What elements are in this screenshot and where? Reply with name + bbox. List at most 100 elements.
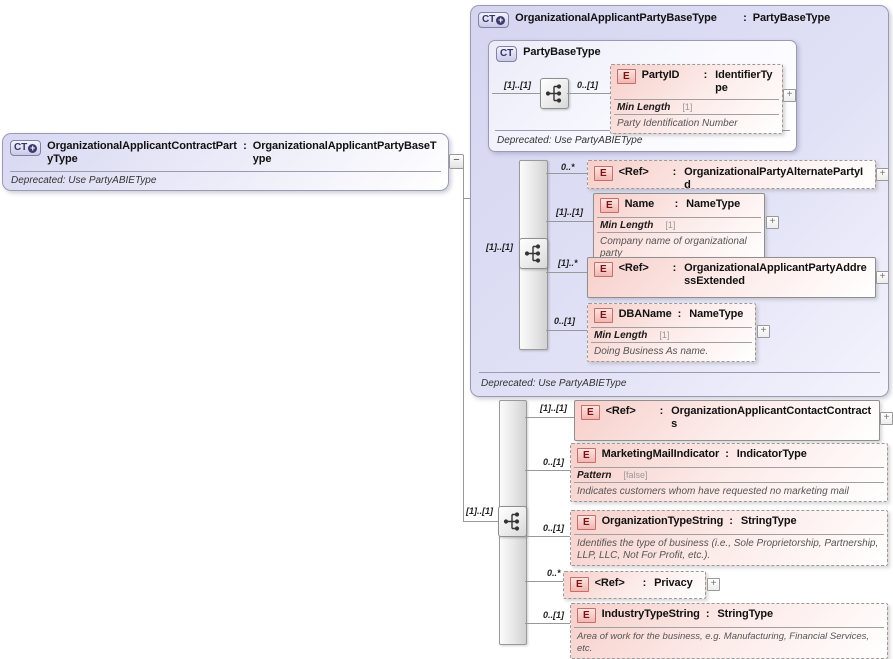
complextype-badge-icon: CT+ (478, 12, 510, 28)
colon: : (672, 262, 677, 274)
divider (614, 99, 779, 100)
element-title: E <Ref> : Privacy (564, 572, 705, 595)
sequence-icon[interactable] (540, 78, 569, 109)
deprecated-note: Deprecated: Use PartyABIEType (481, 378, 627, 389)
element-description: Doing Business As name. (594, 346, 709, 357)
divider (574, 482, 884, 483)
cardinality-label: 0..[1] (543, 523, 565, 533)
element-badge-icon: E (594, 308, 613, 323)
element-title: E Name : NameType (594, 194, 764, 216)
type-name: OrganizationalApplicantPartyBaseType (515, 12, 717, 24)
sequence-icon[interactable] (519, 238, 548, 269)
facet-row: Min Length[1] (600, 220, 676, 231)
divider (591, 342, 752, 343)
element-badge-icon: E (581, 405, 600, 420)
connector (546, 272, 587, 273)
element-title: E <Ref> : OrganizationApplicantContactCo… (575, 401, 879, 434)
element-industry-type-string[interactable]: E IndustryTypeString : StringType Area o… (570, 603, 888, 659)
facet-row: Min Length[1] (594, 330, 670, 341)
expand-button[interactable]: + (876, 168, 889, 181)
colon: : (725, 448, 729, 460)
type-name: PartyBaseType (523, 46, 601, 58)
derived-plus-icon: + (28, 142, 38, 153)
element-name: MarketingMailIndicator (601, 448, 720, 460)
connector (546, 330, 587, 331)
expand-button[interactable]: + (766, 216, 779, 229)
element-description: Indicates customers whom have requested … (577, 486, 849, 497)
element-ref-privacy[interactable]: E <Ref> : Privacy (563, 571, 706, 599)
element-title: E DBAName : NameType (588, 304, 755, 326)
expand-button[interactable]: + (783, 89, 796, 102)
element-description: Company name of organizational party (600, 236, 747, 259)
deprecated-note: Deprecated: Use PartyABIEType (11, 175, 157, 186)
cardinality-label: 0..[1] (577, 80, 599, 90)
element-badge-icon: E (577, 608, 596, 623)
divider (574, 467, 884, 468)
divider (614, 114, 779, 115)
element-type: OrganizationalApplicantPartyAddressExten… (684, 262, 867, 287)
connector (525, 581, 563, 582)
facet-row: Pattern[false] (577, 470, 648, 481)
element-dba-name[interactable]: E DBAName : NameType Min Length[1] Doing… (587, 303, 756, 362)
element-type: NameType (686, 198, 741, 210)
element-type: StringType (740, 515, 797, 527)
cardinality-label: 0..[1] (543, 610, 565, 620)
element-badge-icon: E (617, 69, 636, 84)
connector (525, 417, 574, 418)
divider (591, 327, 752, 328)
connector (525, 536, 570, 537)
colon: : (729, 515, 733, 527)
colon: : (672, 166, 677, 178)
cardinality-label: 0..[1] (554, 316, 576, 326)
cardinality-label: 0..* (561, 162, 575, 172)
base-type-name: OrganizationalApplicantPartyBaseType (252, 140, 437, 165)
sequence-icon[interactable] (498, 506, 527, 537)
element-marketing-mail-indicator[interactable]: E MarketingMailIndicator : IndicatorType… (570, 443, 888, 502)
connector (492, 93, 540, 94)
complextype-organizational-applicant-contract-party[interactable]: CT+ OrganizationalApplicantContractParty… (2, 133, 449, 191)
element-ref-party-address-extended[interactable]: E <Ref> : OrganizationalApplicantPartyAd… (587, 257, 876, 298)
element-name: DBAName (618, 308, 672, 320)
colon: : (243, 140, 247, 152)
expand-button[interactable]: + (757, 325, 770, 338)
connector (525, 623, 570, 624)
element-ref-alternate-party-id[interactable]: E <Ref> : OrganizationalPartyAlternatePa… (587, 160, 876, 191)
expand-button[interactable]: + (707, 578, 720, 591)
element-name: <Ref> (594, 577, 625, 589)
colon: : (677, 308, 682, 320)
cardinality-label: 0..* (547, 568, 561, 578)
expand-button[interactable]: + (876, 271, 889, 284)
element-description: Identifies the type of business (i.e., S… (577, 538, 879, 561)
connector-to-ext-group (463, 521, 500, 522)
connector (567, 93, 610, 94)
element-title: E <Ref> : OrganizationalPartyAlternatePa… (588, 161, 875, 195)
colon: : (674, 198, 679, 210)
element-organization-type-string[interactable]: E OrganizationTypeString : StringType Id… (570, 510, 888, 566)
element-badge-icon: E (594, 262, 613, 277)
colon: : (659, 405, 664, 417)
collapse-button[interactable]: − (449, 154, 464, 169)
cardinality-label: [1]..[1] (486, 242, 513, 252)
base-type-name: PartyBaseType (752, 12, 831, 24)
colon: : (705, 608, 710, 620)
facet-row: Min Length[1] (617, 102, 693, 113)
element-ref-contact-contracts[interactable]: E <Ref> : OrganizationApplicantContactCo… (574, 400, 880, 441)
element-type: OrganizationApplicantContactContracts (671, 405, 872, 430)
expand-button[interactable]: + (880, 412, 893, 425)
element-name: OrganizationTypeString (601, 515, 724, 527)
complextype-badge-icon: CT (496, 46, 518, 62)
complextype-title: CT+ OrganizationalApplicantPartyBaseType… (471, 6, 888, 28)
element-type: NameType (689, 308, 744, 320)
element-type: IdentifierType (715, 69, 773, 94)
element-party-id[interactable]: E PartyID : IdentifierType Min Length[1]… (610, 64, 783, 134)
element-name: <Ref> (618, 262, 649, 274)
element-description: Area of work for the business, e.g. Manu… (577, 631, 869, 654)
cardinality-label: [1]..[1] (540, 403, 567, 413)
complextype-title: CT PartyBaseType (489, 41, 796, 62)
element-title: E MarketingMailIndicator : IndicatorType (571, 444, 887, 466)
element-description: Party Identification Number (617, 118, 738, 129)
cardinality-label: [1]..[1] (556, 207, 583, 217)
element-name[interactable]: E Name : NameType Min Length[1] Company … (593, 193, 765, 264)
connector (525, 470, 570, 471)
connector (546, 173, 587, 174)
